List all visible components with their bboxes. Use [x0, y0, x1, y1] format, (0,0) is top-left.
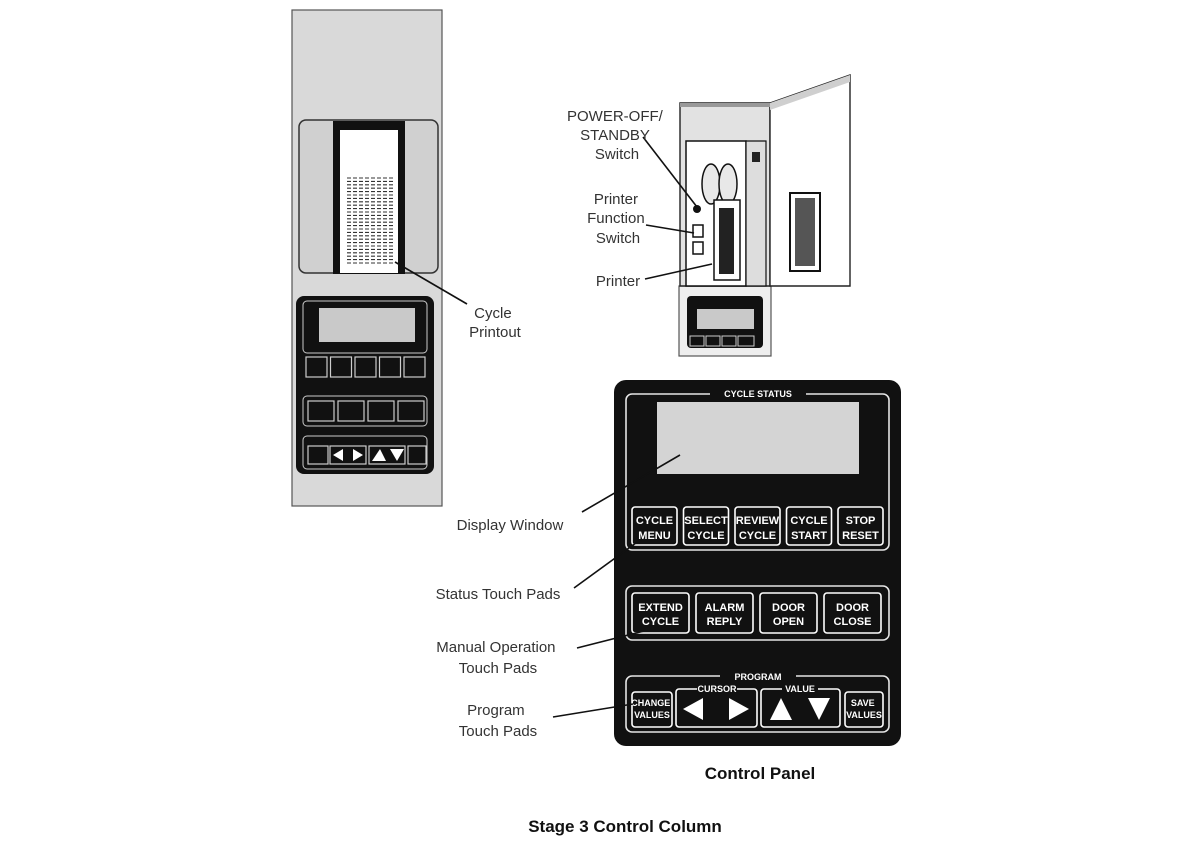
- cursor-pad-group: CURSOR: [675, 684, 758, 728]
- control-column-illustration: [291, 9, 443, 507]
- program-title: PROGRAM: [735, 672, 782, 682]
- manual-pad-door-open[interactable]: DOOR OPEN: [759, 592, 818, 634]
- manual-operation-touch-pads: EXTEND CYCLE ALARM REPLY DOOR OPEN DOOR CLOSE: [631, 592, 882, 634]
- status-touch-pads: CYCLE MENU SELECT CYCLE REVIEW CYCLE CYCLE STAR…: [631, 506, 884, 546]
- printer-enclosure-illustration: [678, 74, 851, 357]
- manual-pad-label: OPEN: [773, 616, 804, 628]
- figure-caption: Stage 3 Control Column: [528, 817, 722, 836]
- manual-pad-label: REPLY: [707, 616, 743, 628]
- program-touch-pads-label: Program Touch Pads: [459, 702, 537, 740]
- mini-manual-pad: [367, 400, 395, 422]
- status-pad-label: START: [791, 530, 827, 542]
- manual-pad-label: CYCLE: [642, 616, 679, 628]
- value-down-icon[interactable]: [808, 698, 830, 720]
- manual-pad-alarm-reply[interactable]: ALARM REPLY: [695, 592, 754, 634]
- manual-pad-label: DOOR: [836, 602, 869, 614]
- cycle-status-title: CYCLE STATUS: [724, 389, 792, 399]
- status-pad-select-cycle[interactable]: SELECT CYCLE: [682, 506, 730, 546]
- status-touch-pads-label: Status Touch Pads: [436, 586, 561, 603]
- manual-pad-label: CLOSE: [834, 616, 872, 628]
- display-window: [657, 402, 859, 474]
- status-pad-cycle-start[interactable]: CYCLE START: [785, 506, 833, 546]
- display-window-label: Display Window: [457, 517, 564, 534]
- status-pad-label: CYCLE: [790, 515, 827, 527]
- mini-status-pad: [354, 356, 377, 378]
- mini-status-pad: [329, 356, 353, 378]
- value-pad-group: VALUE: [760, 684, 841, 728]
- mini-manual-pad: [397, 400, 425, 422]
- control-panel: CYCLE STATUS CYCLEMENUSELECTCYCLEREVIEWC…: [614, 380, 901, 746]
- manual-pad-door-close[interactable]: DOOR CLOSE: [823, 592, 882, 634]
- cursor-left-icon[interactable]: [683, 698, 703, 720]
- status-pad-label: CYCLE: [687, 530, 724, 542]
- printout-lines: [347, 177, 393, 264]
- manual-pad-label: ALARM: [705, 602, 745, 614]
- save-values-pad[interactable]: SAVE VALUES: [844, 691, 884, 728]
- cursor-right-icon[interactable]: [729, 698, 749, 720]
- status-pad-label: MENU: [638, 530, 670, 542]
- printer-function-switch-label: Printer Function Switch: [587, 191, 649, 247]
- status-pad-label: REVIEW: [736, 515, 780, 527]
- svg-text:CHANGE VALUES: CHANGE VALUES: [631, 698, 673, 720]
- mini-manual-pad: [307, 400, 335, 422]
- mini-status-pad: [378, 356, 402, 378]
- value-up-icon[interactable]: [770, 698, 792, 720]
- status-pad-label: STOP: [846, 515, 876, 527]
- status-pad-label: SELECT: [684, 515, 728, 527]
- status-pad-label: CYCLE: [739, 530, 776, 542]
- value-label: VALUE: [785, 684, 815, 694]
- mini-manual-pad: [337, 400, 365, 422]
- mini-status-pad: [305, 356, 328, 378]
- status-pad-label: RESET: [842, 530, 879, 542]
- printer-label: Printer: [596, 273, 640, 290]
- svg-text:SAVE VALUES: SAVE VALUES: [846, 698, 882, 720]
- change-values-pad[interactable]: CHANGE VALUES: [631, 691, 673, 728]
- power-off-standby-switch-label: POWER-OFF/ STANDBY Switch: [567, 108, 667, 163]
- manual-pad-label: DOOR: [772, 602, 805, 614]
- cursor-label: CURSOR: [697, 684, 737, 694]
- control-panel-caption: Control Panel: [705, 764, 816, 783]
- status-pad-review-cycle[interactable]: REVIEW CYCLE: [734, 506, 781, 546]
- cycle-printout-label: Cycle Printout: [469, 305, 522, 341]
- status-pad-cycle-menu[interactable]: CYCLE MENU: [631, 506, 678, 546]
- status-pad-label: CYCLE: [636, 515, 673, 527]
- manual-pad-label: EXTEND: [638, 602, 683, 614]
- mini-status-pad: [403, 356, 426, 378]
- manual-operation-touch-pads-label: Manual Operation Touch Pads: [436, 639, 559, 677]
- status-pad-stop-reset[interactable]: STOP RESET: [837, 506, 884, 546]
- manual-pad-extend-cycle[interactable]: EXTEND CYCLE: [631, 592, 690, 634]
